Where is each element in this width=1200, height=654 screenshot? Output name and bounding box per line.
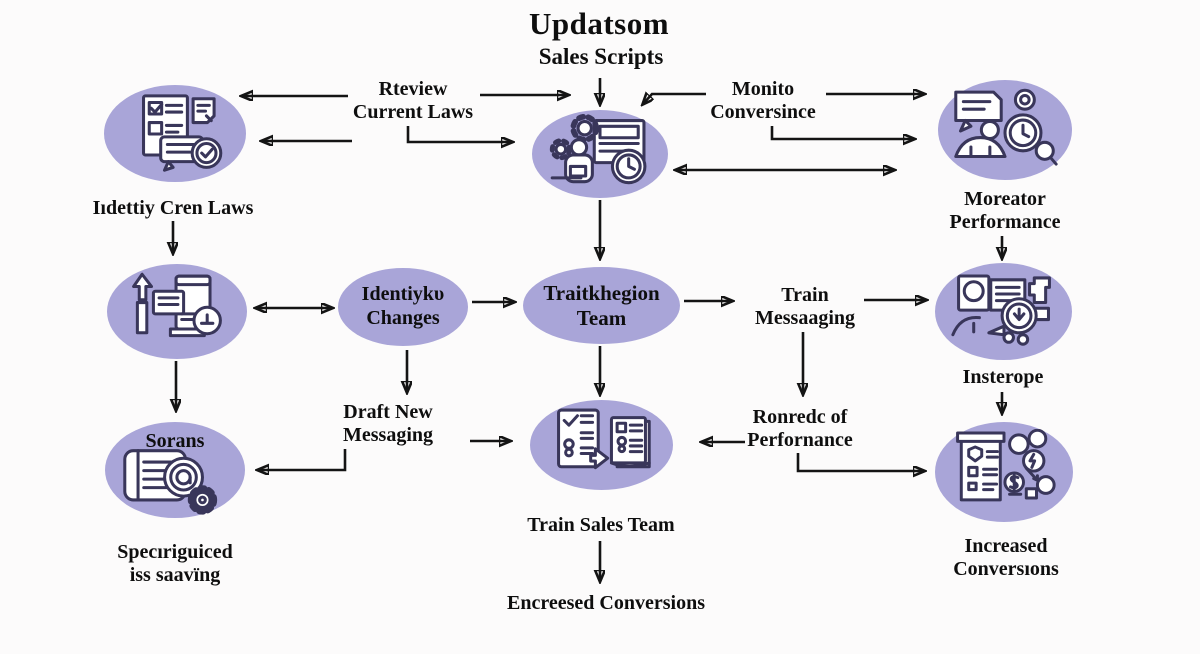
document-approval-icon (142, 93, 223, 172)
node-track-changes (107, 264, 247, 359)
node-interope (935, 263, 1072, 360)
sorans-label: Sorans (145, 430, 205, 452)
node-train-sales-team (530, 400, 673, 490)
web-content-gear-icon (123, 449, 218, 515)
label-record-of-performance: Ronredc of Perfornance (747, 406, 853, 452)
employee-schedule-icon (950, 274, 1051, 346)
train-region-team-label: Traitkhegion Team (543, 280, 660, 330)
label-monitor-performance: Moreator Performance (949, 188, 1061, 234)
node-laws-review (104, 85, 246, 182)
label-increased-conversions: Increased Conversıons (953, 535, 1059, 581)
label-increased-conversions-result: Encreesed Conversions (507, 592, 705, 614)
label-specialized-savings: Specıriguiced iss saavïng (117, 541, 233, 587)
page-title: Updatsom (528, 6, 670, 41)
identify-changes-label: Identiykυ Changes (361, 283, 445, 329)
label-monitor-conversions: Monito Conversince (710, 78, 816, 124)
label-draft-new-messaging: Draft New Messaging (343, 401, 433, 447)
training-documents-icon (556, 408, 651, 470)
conversion-funnel-icon (956, 429, 1056, 502)
label-interope: Insterope (962, 366, 1044, 388)
node-monitor-performance (938, 80, 1072, 180)
node-train-region-team: Traitkhegion Team (523, 267, 680, 344)
page-subtitle: Sales Scripts (538, 44, 664, 69)
team-process-icon (549, 113, 647, 185)
node-identify-changes: Identiykυ Changes (338, 268, 468, 346)
node-sorans: Sorans (105, 422, 245, 518)
chat-analytics-icon (954, 88, 1058, 166)
label-identify-current-laws: Iıdettiy Cren Laws (92, 197, 254, 219)
growth-tracking-icon (132, 272, 222, 337)
node-increased-conversions (935, 422, 1073, 522)
node-update-scripts-hub (532, 110, 668, 198)
label-train-sales-team: Train Sales Team (527, 514, 675, 536)
label-train-messaging: Train Messaaging (755, 284, 855, 330)
label-review-current-laws: Rteview Current Laws (352, 78, 474, 124)
